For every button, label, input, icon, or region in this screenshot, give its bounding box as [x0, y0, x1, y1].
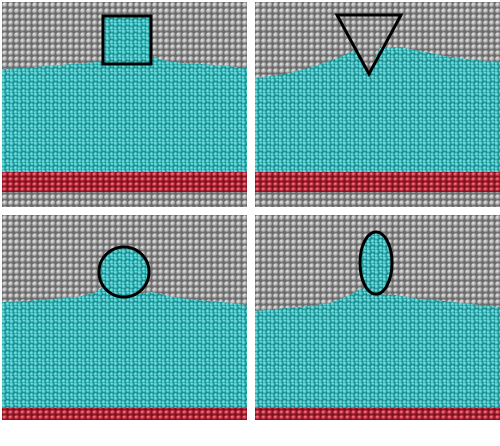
square-indenter-outline [101, 14, 153, 66]
red-substrate-layer [2, 172, 247, 192]
cyan-particle-layer [255, 287, 500, 408]
red-substrate-layer [255, 172, 500, 192]
cyan-particle-layer [2, 56, 247, 172]
triangle-indenter-outline [334, 13, 404, 78]
cyan-particle-layer [255, 47, 500, 172]
panel-circle-indenter [2, 215, 247, 420]
cyan-particle-layer [2, 288, 247, 408]
panel-ellipse-indenter [255, 215, 500, 420]
panel-triangle-indenter [255, 2, 500, 207]
panel-square-indenter [2, 2, 247, 207]
circle-indenter-outline [97, 245, 151, 299]
red-substrate-layer [2, 408, 247, 420]
ellipse-indenter-outline [358, 230, 394, 296]
red-substrate-layer [255, 408, 500, 420]
